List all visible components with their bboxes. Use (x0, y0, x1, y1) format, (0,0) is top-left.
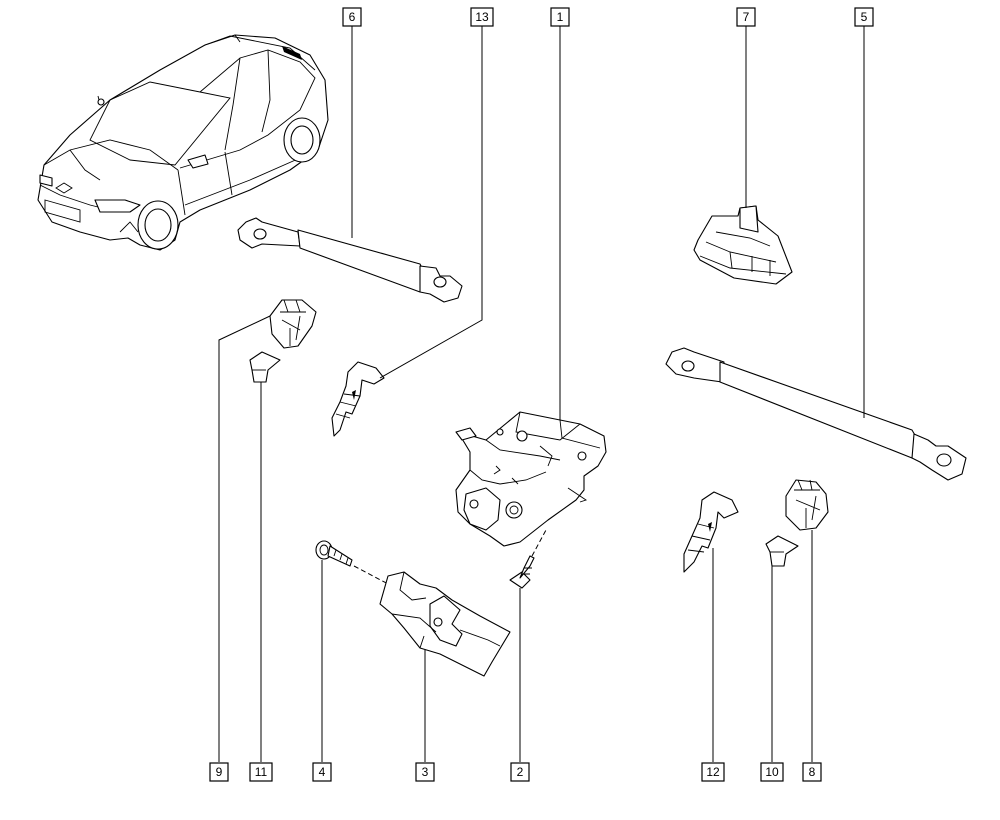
tailgate-lock-part-1 (455, 411, 607, 547)
callout-label: 9 (216, 765, 223, 779)
callout-label: 1 (557, 10, 564, 24)
nut-part-11 (249, 351, 281, 383)
push-clip-part-12 (683, 491, 739, 573)
callout-8: 8 (802, 762, 822, 782)
callout-9: 9 (209, 762, 229, 782)
push-clip-part-13 (331, 361, 385, 437)
screw-part-2 (509, 529, 547, 589)
callout-10: 10 (760, 762, 784, 782)
callout-label: 6 (349, 10, 356, 24)
callout-label: 2 (517, 765, 524, 779)
callout-label: 12 (706, 765, 720, 779)
switch-part-7 (693, 205, 793, 285)
callout-4: 4 (312, 762, 332, 782)
callout-1: 1 (550, 7, 570, 27)
callout-5: 5 (854, 7, 874, 27)
clip-part-9 (269, 299, 317, 349)
bolt-part-4 (315, 540, 393, 587)
callout-6: 6 (342, 7, 362, 27)
gas-strut-part-5 (665, 347, 967, 481)
callout-3: 3 (415, 762, 435, 782)
callout-label: 3 (422, 765, 429, 779)
callout-label: 8 (809, 765, 816, 779)
callout-12: 12 (701, 762, 725, 782)
leader-lines (218, 25, 865, 762)
callout-label: 5 (861, 10, 868, 24)
callout-label: 10 (765, 765, 779, 779)
nut-part-10 (765, 535, 799, 567)
callout-13: 13 (470, 7, 494, 27)
callout-label: 11 (255, 765, 268, 779)
callout-label: 4 (319, 765, 326, 779)
callout-7: 7 (736, 7, 756, 27)
callout-11: 11 (249, 762, 273, 782)
vehicle-locator-illustration (37, 34, 329, 251)
striker-part-3 (379, 571, 511, 677)
callout-2: 2 (510, 762, 530, 782)
callout-label: 13 (475, 10, 489, 24)
clip-part-8 (785, 479, 829, 531)
gas-strut-part-6 (237, 217, 463, 303)
callout-label: 7 (743, 10, 750, 24)
